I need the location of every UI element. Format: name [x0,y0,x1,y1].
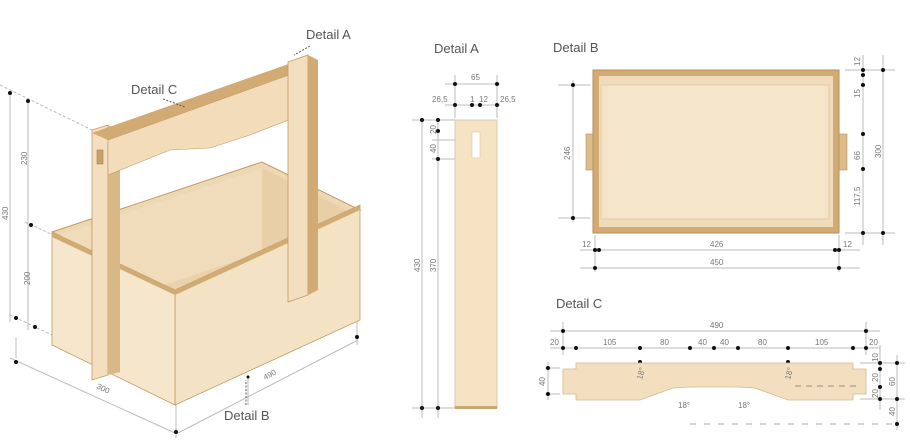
callout-leaders [162,45,311,405]
detail-a-dim-slot-width: 12 [479,95,488,104]
detail-b-dim-top-wall: 12 [853,57,862,66]
detail-c-dim-total-height: 60 [888,377,897,386]
callout-detail-c: Detail C [131,82,178,97]
detail-c-dim-end-height: 40 [538,377,547,386]
detail-b-dim-outer-length: 450 [710,258,724,267]
iso-dimension-dots [8,91,359,434]
detail-b-dim-bottom-offset: 117,5 [853,186,862,206]
detail-c-dim-seg-5: 40 [720,338,729,347]
detail-c-dim-cut-depth: 40 [888,407,897,416]
detail-c-dim-seg-6: 80 [758,338,767,347]
detail-a-dim-left-margin: 26,5 [432,95,448,104]
detail-c-dim-bottom: 20 [871,389,880,398]
detail-b-dim-inner-length: 426 [710,240,724,249]
detail-c-dim-seg-2: 105 [603,338,617,347]
detail-c-dim-seg-4: 40 [698,338,707,347]
dim-handle-height: 230 [20,151,29,165]
callout-detail-b: Detail B [224,408,270,423]
detail-c-angle-right: 18° [738,401,750,410]
detail-c-angle-outer-left: 18° [635,366,647,380]
detail-a-dim-top-offset: 20 [429,125,438,134]
detail-b-dim-inner-width: 246 [563,146,572,160]
detail-c-dim-seg-1: 20 [550,338,559,347]
detail-a-dim-total-height: 430 [413,258,422,272]
detail-c-dim-seg-3: 80 [660,338,669,347]
detail-b-title: Detail B [553,40,599,55]
detail-b-dim-top-offset: 15 [853,89,862,98]
dim-length: 490 [262,367,278,381]
detail-c-angle-outer-right: 18° [783,366,795,380]
toolbox-3d [50,54,362,406]
detail-c-dim-total-length: 490 [710,321,724,330]
detail-a-dim-slot-gap: 1 [470,95,475,104]
detail-a-dim-right-margin: 26,5 [500,95,516,104]
detail-b-dim-outer-width: 300 [874,144,883,158]
detail-c-title: Detail C [556,296,603,311]
dim-width: 300 [95,382,111,396]
detail-b-dim-wall-right: 12 [843,240,852,249]
detail-c-angle-left: 18° [678,401,690,410]
detail-a-dim-slot-height: 40 [429,144,438,153]
detail-c-dim-seg-8: 20 [869,338,878,347]
detail-b-dim-wall-left: 12 [582,240,591,249]
detail-c-dim-tab-top: 10 [871,353,880,362]
callout-detail-a: Detail A [306,27,351,42]
detail-c-dim-middle: 20 [871,373,880,382]
dim-box-height: 200 [23,271,32,285]
dim-total-height: 430 [1,206,10,220]
detail-a-dim-lower-height: 370 [429,258,438,272]
detail-b-drawing: 246 12 15 66 117,5 300 12 426 12 450 [558,55,895,272]
detail-a-title: Detail A [434,41,479,56]
detail-a-dim-width: 65 [471,73,480,82]
detail-c-drawing: 490 20 105 80 40 40 80 105 20 40 10 20 2… [538,321,905,430]
detail-b-dim-slot-height: 66 [853,151,862,160]
detail-c-dim-seg-7: 105 [815,338,829,347]
detail-a-drawing: 65 26,5 1 12 26,5 20 40 430 370 [412,73,516,418]
